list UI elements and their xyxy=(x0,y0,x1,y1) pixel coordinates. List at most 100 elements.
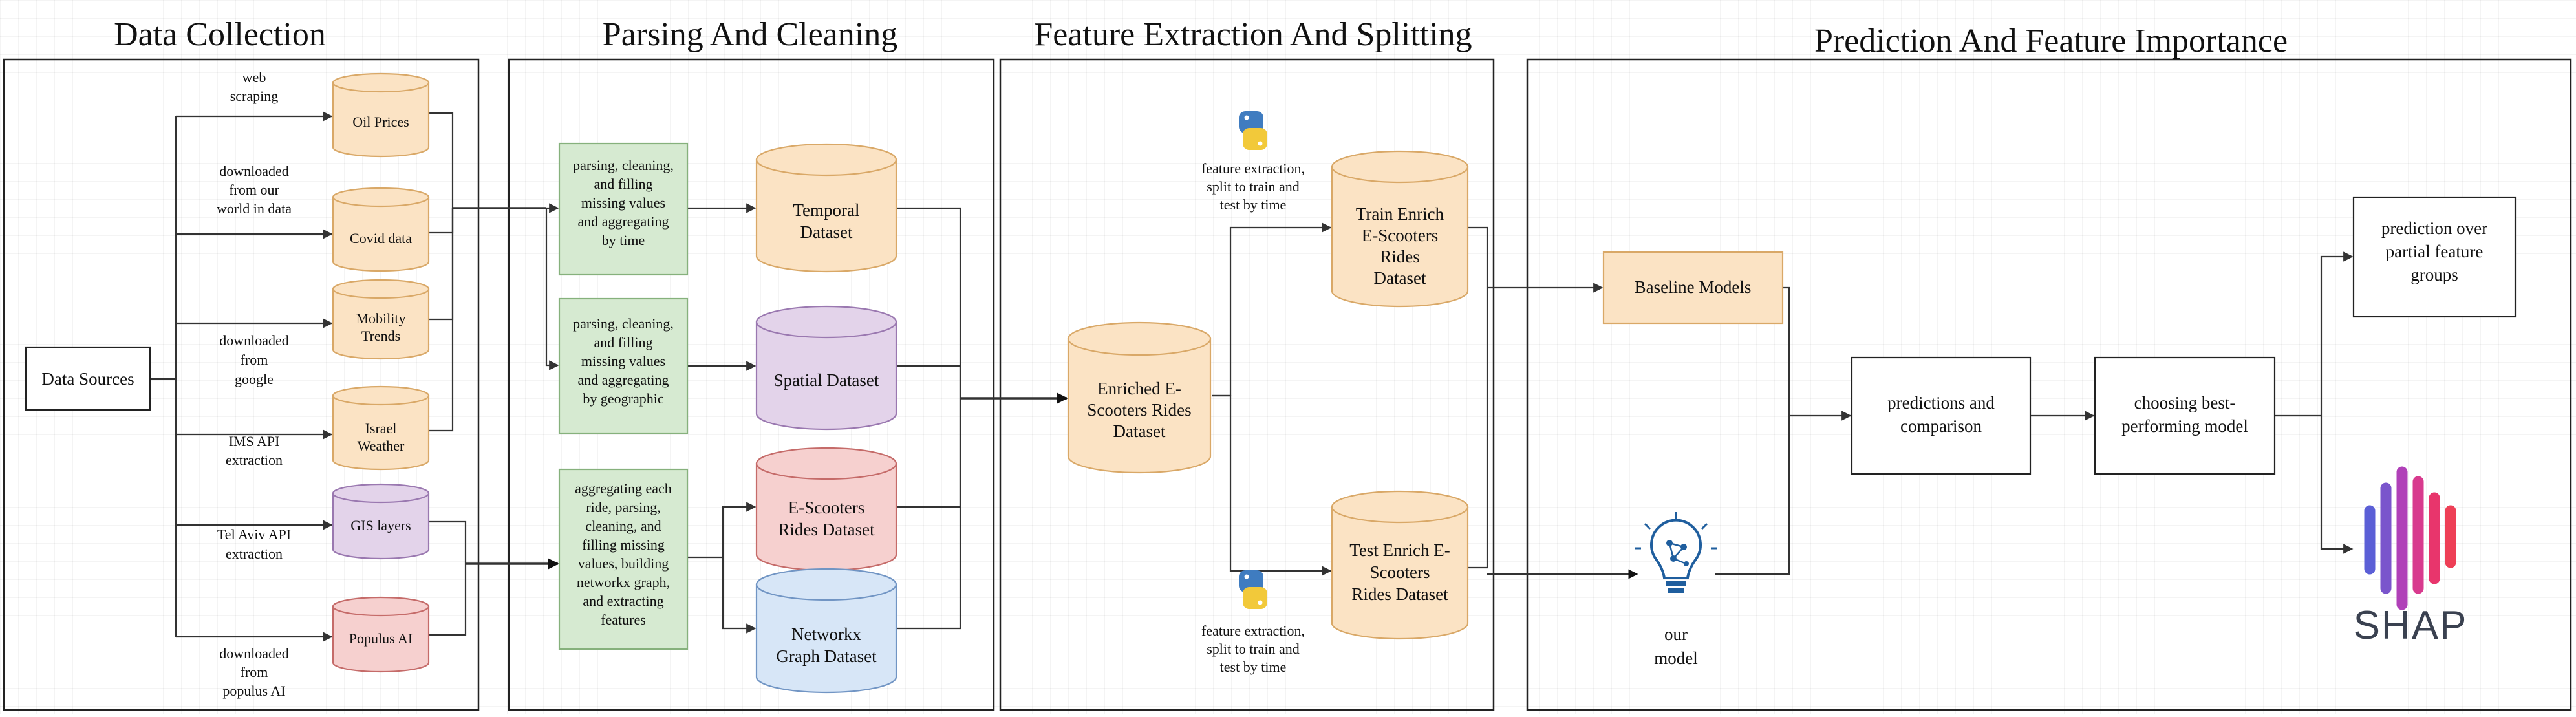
process-line: and aggregating xyxy=(577,213,669,230)
edge-label-web: web scraping xyxy=(230,69,279,104)
process-spatial: parsing, cleaning, and filling missing v… xyxy=(558,297,689,434)
weather-label-line: Israel xyxy=(365,420,397,436)
box-label-line: comparison xyxy=(1900,416,1982,436)
process-line: parsing, cleaning, xyxy=(573,316,674,332)
data-sources-box xyxy=(25,346,151,411)
shap-bars-icon xyxy=(2364,466,2456,610)
process-line: and filling xyxy=(594,334,652,350)
process-line: features xyxy=(601,612,646,628)
data-collection-frame xyxy=(3,58,480,711)
box-label-line: predictions and xyxy=(1887,393,1995,412)
edge-label-populus: downloaded from populus AI xyxy=(219,645,289,699)
box-label-line: groups xyxy=(2410,265,2458,284)
edge-label-owid: downloaded from our world in data xyxy=(217,163,292,217)
dataset-label-line: E-Scooters xyxy=(1362,226,1438,245)
section-title-features: Feature Extraction And Splitting xyxy=(1034,16,1472,53)
process-line: by geographic xyxy=(583,391,663,407)
covid-data-cylinder: Covid data xyxy=(332,187,430,272)
spatial-dataset-label: Spatial Dataset xyxy=(774,370,879,390)
enriched-dataset-cylinder: Enriched E- Scooters Rides Dataset xyxy=(1067,321,1212,474)
features-frame xyxy=(999,58,1495,711)
our-model-label-line: model xyxy=(1654,648,1698,668)
edge-label-line: from xyxy=(241,352,268,368)
box-label-line: performing model xyxy=(2121,416,2248,436)
split-label-line: feature extraction, xyxy=(1201,623,1305,639)
weather-label-line: Weather xyxy=(358,438,405,454)
split-label-line: test by time xyxy=(1220,659,1287,675)
edge-label-line: world in data xyxy=(217,200,292,217)
process-line: by time xyxy=(602,232,645,248)
dataset-label-line: Train Enrich xyxy=(1356,204,1444,224)
split-label-line: split to train and xyxy=(1207,178,1300,195)
process-line: networkx graph, xyxy=(577,574,670,590)
dataset-label-line: Dataset xyxy=(1113,422,1166,441)
dataset-label-line: Rides xyxy=(1380,247,1420,266)
predictions-comparison-box: predictions and comparison xyxy=(1851,356,2032,475)
dataset-label-line: Scooters Rides xyxy=(1087,400,1191,420)
prediction-frame xyxy=(1526,58,2572,711)
shap-label: SHAP xyxy=(2354,603,2468,648)
edge-label-line: downloaded xyxy=(219,163,289,179)
box-label-line: partial feature xyxy=(2386,242,2484,261)
israel-weather-cylinder: Israel Weather xyxy=(332,385,430,471)
process-temporal: parsing, cleaning, and filling missing v… xyxy=(558,142,689,276)
process-line: cleaning, and xyxy=(585,518,661,534)
temporal-dataset-cylinder: Temporal Dataset xyxy=(755,143,897,273)
section-title-prediction: Prediction And Feature Importance xyxy=(1814,23,2288,59)
edge-label-tlv: Tel Aviv API extraction xyxy=(217,526,291,562)
edge-label-google: downloaded from google xyxy=(219,332,289,387)
edge-label-line: google xyxy=(235,371,274,387)
dataset-label-line: Dataset xyxy=(800,222,853,242)
oil-prices-label: Oil Prices xyxy=(352,114,409,130)
split-label-line: test by time xyxy=(1220,197,1287,213)
box-label-line: prediction over xyxy=(2381,219,2487,238)
rides-dataset-cylinder: E-Scooters Rides Dataset xyxy=(755,447,897,572)
gis-layers-label: GIS layers xyxy=(350,517,411,533)
process-line: ride, parsing, xyxy=(586,499,660,515)
python-icon xyxy=(1239,111,1267,150)
edge-label-line: extraction xyxy=(226,546,283,562)
mobility-label-line: Mobility xyxy=(356,310,405,326)
edge-label-line: Tel Aviv API xyxy=(217,526,291,542)
dataset-label-line: Rides Dataset xyxy=(1351,584,1448,604)
edge-label-line: scraping xyxy=(230,88,279,104)
populus-ai-label: Populus AI xyxy=(349,630,413,647)
dataset-label-line: E-Scooters xyxy=(788,498,864,517)
test-dataset-cylinder: Test Enrich E- Scooters Rides Dataset xyxy=(1331,490,1469,640)
dataset-label-line: Networkx xyxy=(791,625,861,644)
our-model-label-line: our xyxy=(1664,625,1688,644)
parsing-frame xyxy=(508,58,995,711)
process-rides: aggregating each ride, parsing, cleaning… xyxy=(558,468,689,650)
process-line: and filling xyxy=(594,176,652,192)
networkx-dataset-cylinder: Networkx Graph Dataset xyxy=(755,568,897,694)
oil-prices-cylinder: Oil Prices xyxy=(332,72,430,158)
dataset-label-line: Rides Dataset xyxy=(778,520,875,539)
dataset-label-line: Test Enrich E- xyxy=(1349,540,1450,560)
dataset-label-line: Scooters xyxy=(1370,562,1430,582)
edge-label-line: extraction xyxy=(226,452,283,468)
dataset-label-line: Dataset xyxy=(1374,268,1426,288)
data-sources-label: Data Sources xyxy=(41,369,134,389)
edge-label-ims: IMS API extraction xyxy=(226,433,283,468)
choosing-best-model-box: choosing best- performing model xyxy=(2094,356,2276,475)
edge-label-line: downloaded xyxy=(219,332,289,348)
spatial-dataset-cylinder: Spatial Dataset xyxy=(755,305,897,431)
train-dataset-cylinder: Train Enrich E-Scooters Rides Dataset xyxy=(1331,150,1469,308)
baseline-models-box: Baseline Models xyxy=(1602,251,1784,325)
our-model-icon xyxy=(1635,512,1717,593)
connectors xyxy=(150,111,2354,642)
mobility-label-line: Trends xyxy=(361,328,400,344)
covid-data-label: Covid data xyxy=(350,230,412,246)
baseline-models-label: Baseline Models xyxy=(1635,277,1752,297)
edge-label-line: downloaded xyxy=(219,645,289,661)
process-line: and aggregating xyxy=(577,372,669,388)
box-label-line: choosing best- xyxy=(2134,393,2236,412)
process-line: values, building xyxy=(578,555,669,572)
process-line: filling missing xyxy=(582,537,665,553)
process-line: aggregating each xyxy=(575,480,672,497)
dataset-label-line: Graph Dataset xyxy=(776,647,877,666)
partial-feature-groups-box: prediction over partial feature groups xyxy=(2352,196,2517,318)
edge-label-line: from xyxy=(241,664,268,680)
